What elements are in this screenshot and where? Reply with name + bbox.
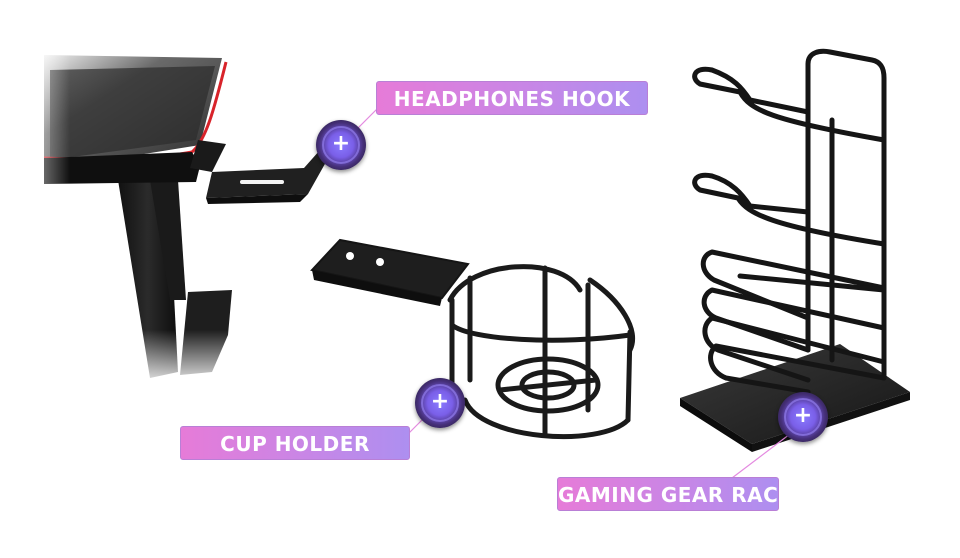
plus-icon: + <box>331 131 351 156</box>
plus-icon: + <box>793 403 813 428</box>
headphones-hook-hotspot[interactable]: + <box>316 120 366 170</box>
cup-holder-label: CUP HOLDER <box>180 426 410 460</box>
cup-holder-hotspot[interactable]: + <box>415 378 465 428</box>
headphones-hook-label: HEADPHONES HOOK <box>376 81 648 115</box>
plus-icon: + <box>430 389 450 414</box>
gaming-gear-rack-label: GAMING GEAR RACK <box>557 477 794 511</box>
cup-holder-product <box>310 238 636 440</box>
headphones-hook-product <box>190 140 326 204</box>
gaming-gear-rack-hotspot[interactable]: + <box>778 392 828 442</box>
desk-corner <box>0 40 260 400</box>
